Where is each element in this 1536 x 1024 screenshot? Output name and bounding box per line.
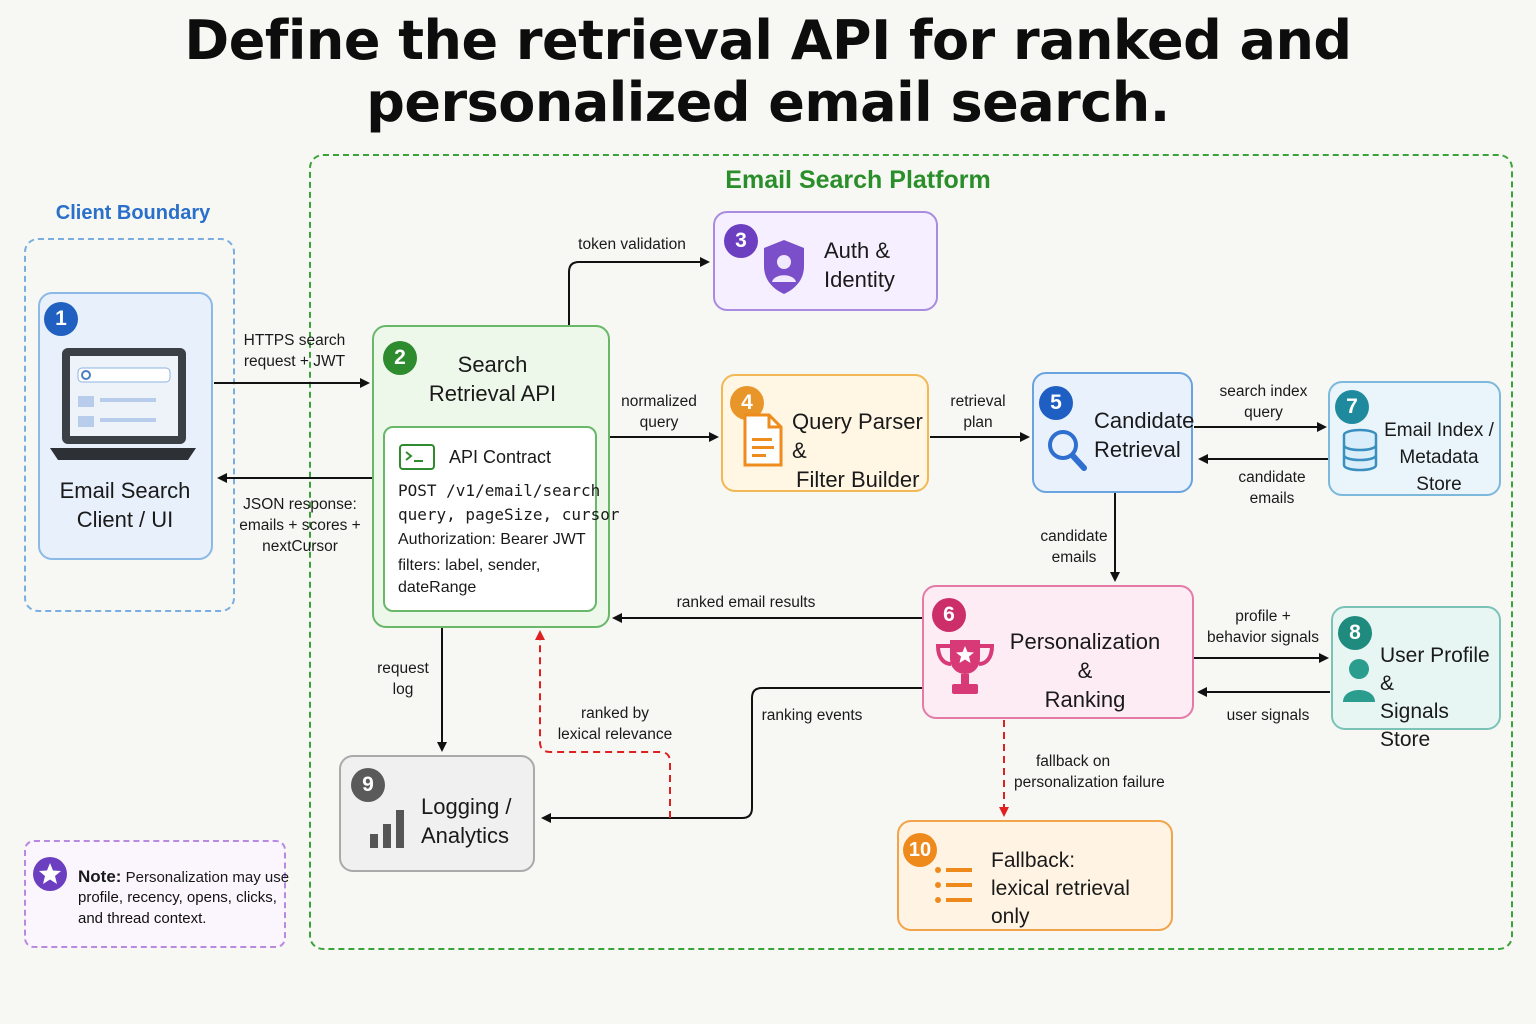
logging-node-title: Logging /Analytics (421, 794, 512, 848)
note-text-2: profile, recency, opens, clicks, (78, 889, 277, 906)
label-ranking-events: ranking events (761, 707, 863, 724)
diagram-title: Define the retrieval API for ranked and … (0, 10, 1536, 134)
list-icon (935, 867, 972, 903)
document-icon (743, 413, 783, 467)
contract-auth: Authorization: Bearer JWT (398, 531, 586, 548)
star-icon (33, 857, 67, 891)
badge-10: 10 (903, 833, 937, 867)
label-ranked-results: ranked email results (676, 594, 816, 611)
ranking-node-title: Personalization &Ranking (1009, 629, 1161, 712)
fallback-node[interactable] (897, 820, 1173, 931)
label-token-validation: token validation (578, 236, 686, 253)
edge-ranking-events (541, 687, 922, 823)
badge-8: 8 (1338, 616, 1372, 650)
trophy-icon (935, 640, 995, 694)
contract-params: query, pageSize, cursor (398, 505, 620, 524)
magnifier-icon (1048, 430, 1087, 471)
badge-6: 6 (932, 598, 966, 632)
platform-region-label: Email Search Platform (725, 166, 991, 194)
note-box: Note: Personalization may use profile, r… (24, 840, 290, 948)
badge-9: 9 (351, 768, 385, 802)
shield-user-icon (764, 240, 804, 294)
note-label: Note: (78, 867, 122, 886)
title-line-2: personalized email search. (366, 71, 1170, 134)
label-json-response: JSON response:emails + scores +nextCurso… (239, 496, 361, 555)
badge-1: 1 (44, 302, 78, 336)
api-contract-card: API Contract POST /v1/email/search query… (383, 426, 620, 612)
index-node-title: Email Index /Metadata Store (1384, 420, 1494, 495)
note-text-3: and thread context. (78, 910, 207, 927)
contract-endpoint: POST /v1/email/search (398, 481, 601, 500)
edge-token-validation (568, 257, 710, 325)
parser-node-title: Query Parser &Filter Builder (792, 409, 923, 492)
client-region-label: Client Boundary (55, 202, 211, 224)
platform-region (309, 154, 1513, 950)
badge-3: 3 (724, 224, 758, 258)
badge-2: 2 (383, 341, 417, 375)
auth-node-title: Auth &Identity (824, 238, 895, 292)
label-profile-signals: profile +behavior signals (1206, 608, 1319, 646)
label-user-signals: user signals (1226, 707, 1310, 724)
laptop-icon (50, 348, 196, 460)
contract-filters-2: dateRange (398, 579, 477, 596)
user-icon (1343, 659, 1375, 702)
title-line-1: Define the retrieval API for ranked and (184, 9, 1352, 72)
profile-node-title: User Profile &Signals Store (1380, 644, 1490, 751)
note-text-1: Personalization may use (125, 869, 290, 886)
contract-filters-1: filters: label, sender, (398, 557, 541, 574)
edge-lexical-relevance (535, 630, 671, 818)
badge-7: 7 (1335, 390, 1369, 424)
client-region (24, 238, 235, 612)
database-icon (1342, 428, 1378, 472)
badge-5: 5 (1039, 386, 1073, 420)
contract-title: API Contract (449, 447, 552, 467)
bar-chart-icon (370, 810, 404, 848)
terminal-icon (399, 444, 435, 470)
fallback-node-title: Fallback:lexical retrieval only (991, 849, 1130, 928)
